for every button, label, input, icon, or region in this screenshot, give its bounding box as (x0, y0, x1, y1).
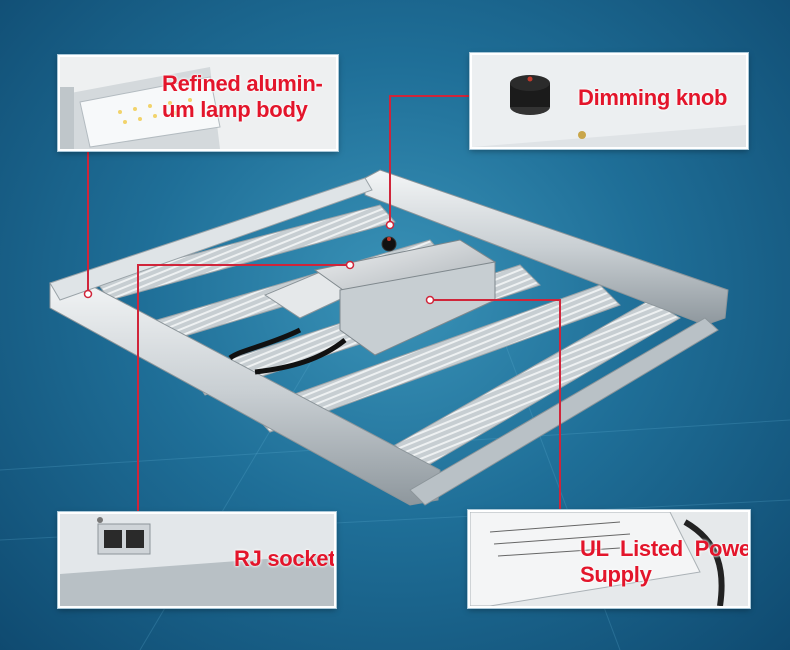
rj-socket-closeup-image (60, 514, 334, 606)
rj-socket-label: RJ socket (234, 546, 336, 572)
dimming-knob-closeup-image (472, 55, 746, 147)
callout-lamp-body: Refined alumin- um lamp body (57, 54, 339, 152)
power-supply-label-line1: UL Listed Power (580, 536, 750, 561)
power-supply-label: UL Listed Power Supply (580, 536, 750, 588)
aluminum-frame (49, 169, 729, 506)
callout-power-supply: UL Listed Power Supply (467, 509, 751, 609)
dimming-knob-label-text: Dimming knob (578, 85, 728, 110)
power-supply-closeup-image (470, 512, 748, 606)
power-supply (228, 236, 497, 375)
dimming-knob-label: Dimming knob (578, 85, 727, 111)
callout-leader-lines (87, 95, 561, 512)
lamp-body-closeup-image (60, 57, 336, 149)
rj-socket-label-text: RJ socket (234, 546, 336, 571)
callout-rj-socket: RJ socket (57, 511, 337, 609)
lamp-body-label-line2: um lamp body (162, 97, 308, 122)
lamp-body-label-line1: Refined alumin- (162, 71, 323, 96)
power-supply-label-line2: Supply (580, 562, 652, 587)
lamp-body-label: Refined alumin- um lamp body (162, 71, 323, 123)
callout-anchor-dots (83, 220, 435, 305)
callout-dimming-knob: Dimming knob (469, 52, 749, 150)
